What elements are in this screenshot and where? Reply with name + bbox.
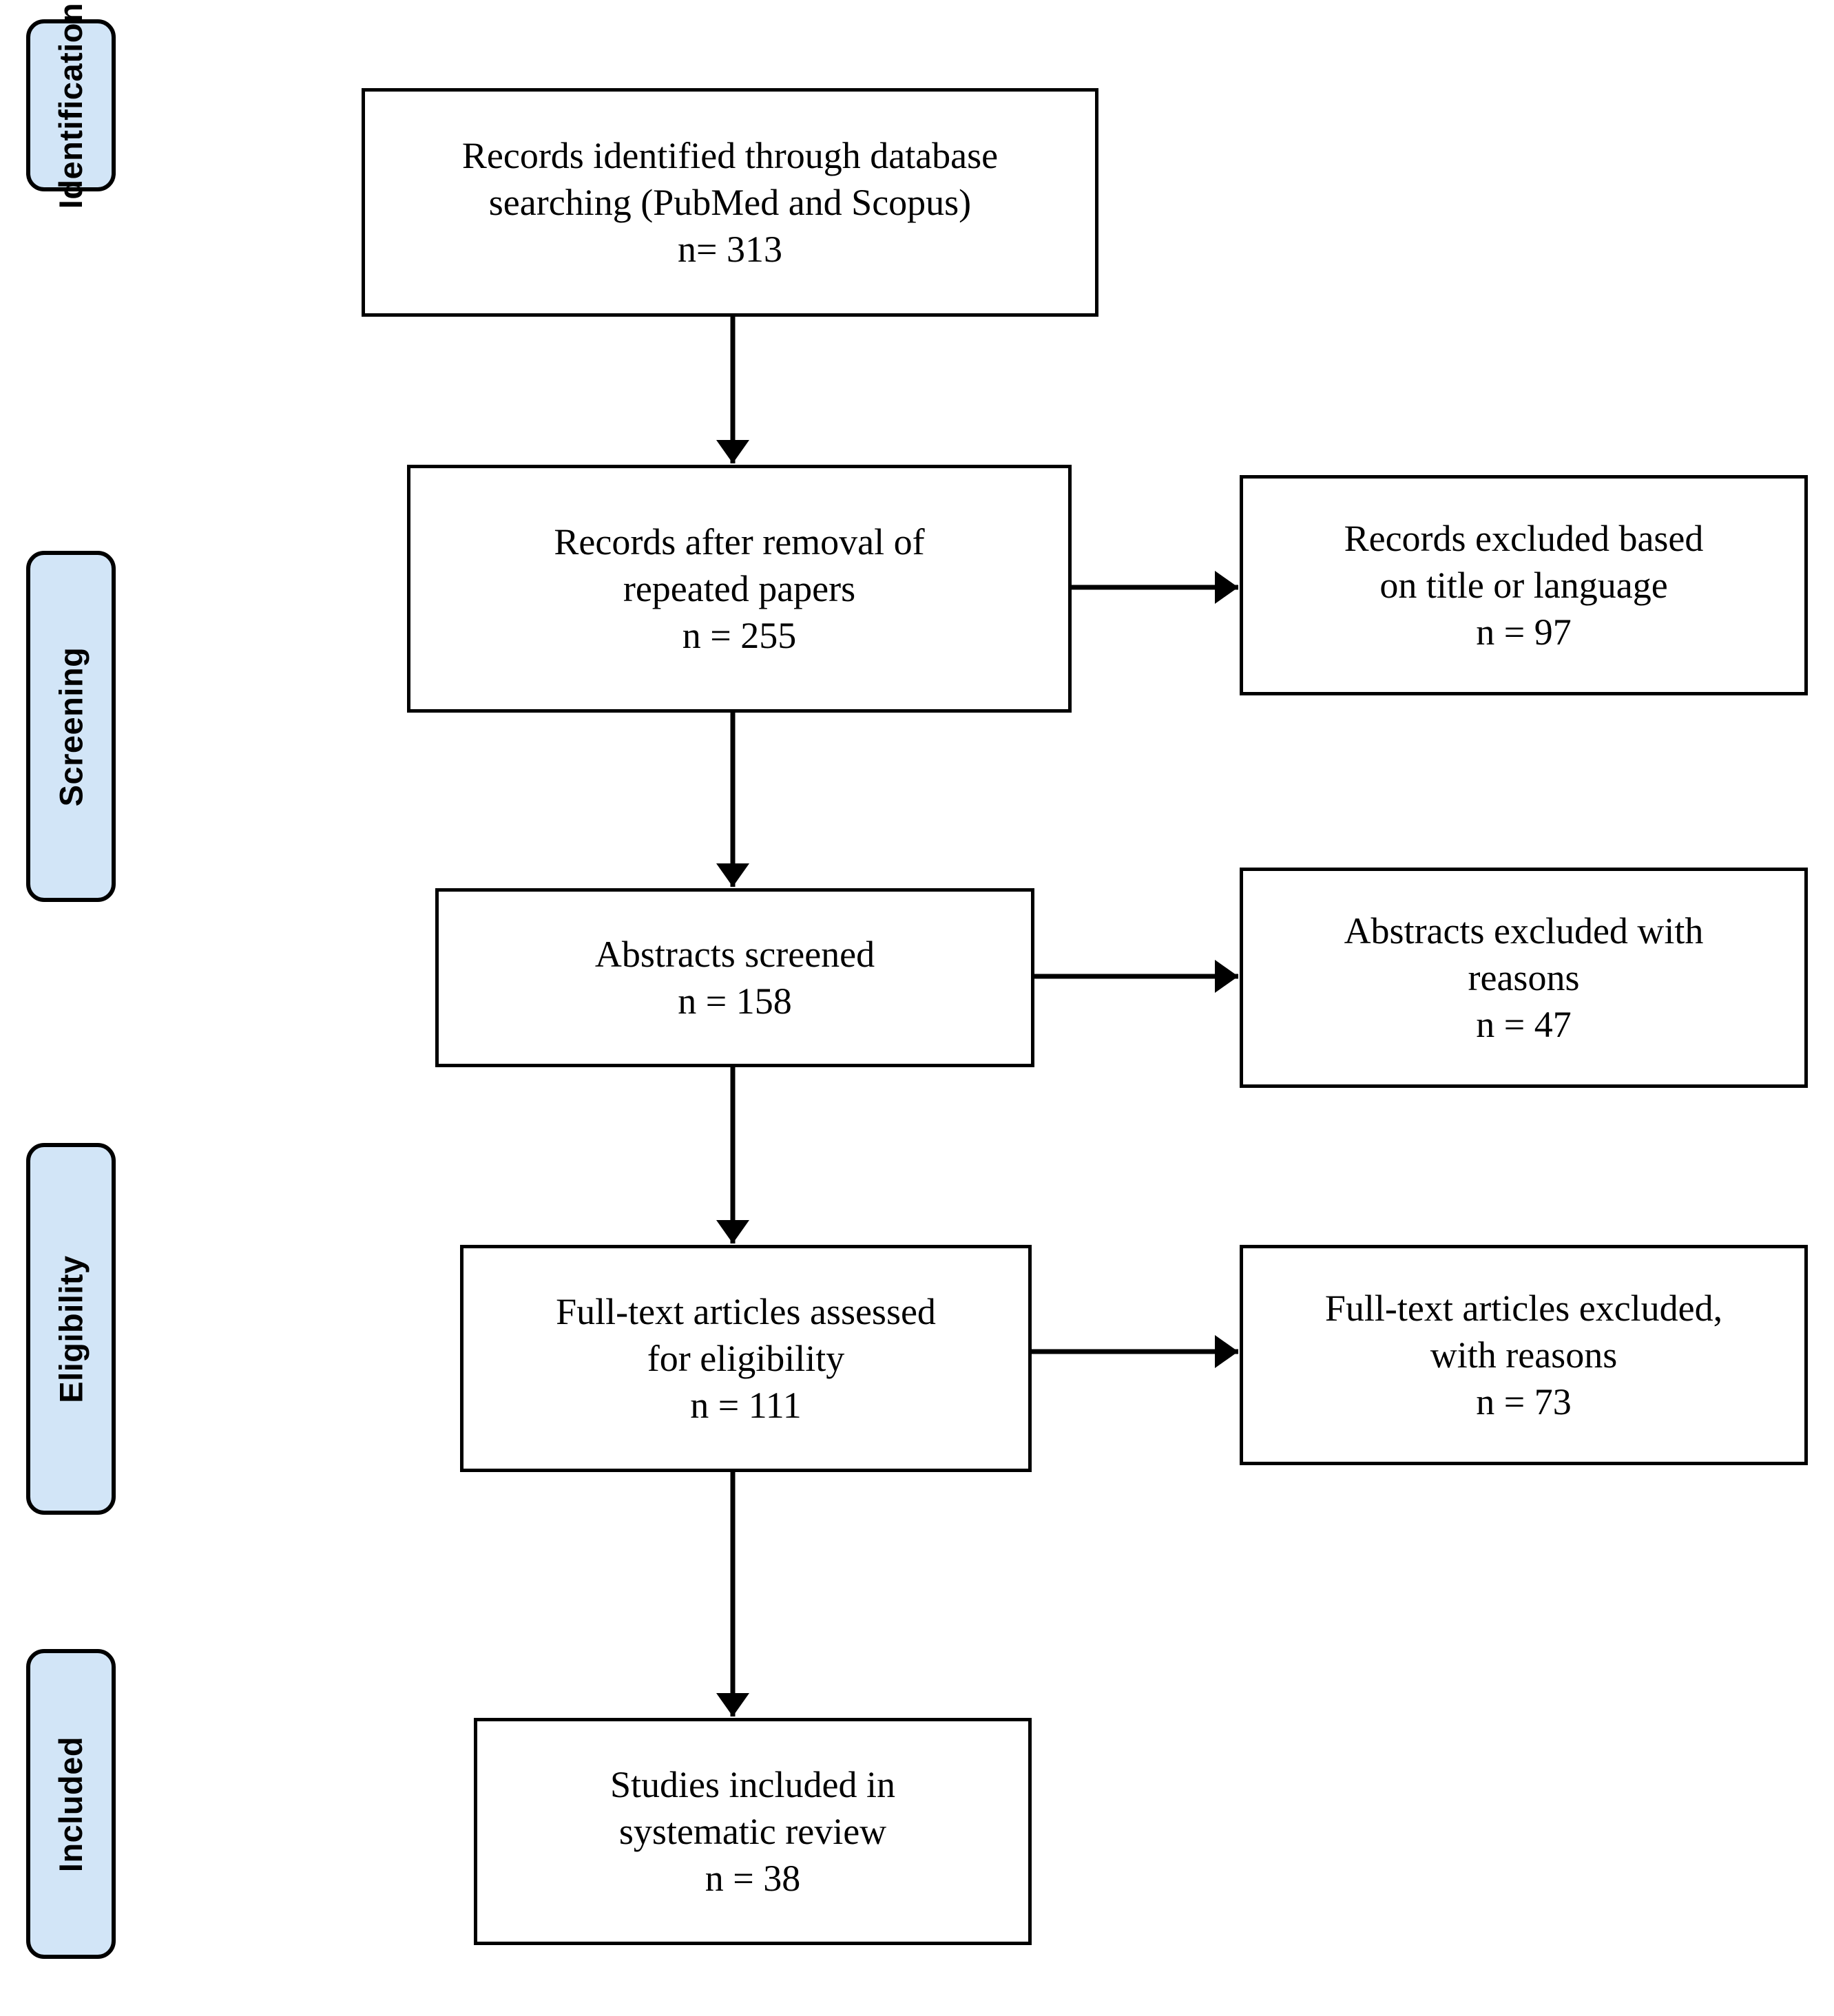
flow-box-full-text-excluded: Full-text articles excluded, with reason… bbox=[1240, 1245, 1808, 1465]
flow-box-records-after-removal-text: Records after removal of repeated papers… bbox=[554, 521, 925, 657]
stage-label-eligibility-text: Eligibility bbox=[52, 1254, 90, 1403]
flow-box-records-excluded-title-language: Records excluded based on title or langu… bbox=[1240, 475, 1808, 695]
stage-label-included-text: Included bbox=[52, 1736, 90, 1872]
flow-box-studies-included-text: Studies included in systematic review n … bbox=[610, 1763, 895, 1900]
connector-deduplicated-to-excluded bbox=[1072, 571, 1238, 604]
connector-abstracts-to-fulltext bbox=[716, 1067, 749, 1243]
connector-deduplicated-to-abstracts bbox=[716, 713, 749, 887]
flow-box-full-text-assessed: Full-text articles assessed for eligibil… bbox=[460, 1245, 1032, 1472]
stage-label-included: Included bbox=[26, 1649, 116, 1959]
flow-box-records-after-removal: Records after removal of repeated papers… bbox=[407, 465, 1072, 713]
stage-label-eligibility: Eligibility bbox=[26, 1143, 116, 1515]
flow-box-studies-included: Studies included in systematic review n … bbox=[474, 1718, 1032, 1945]
connector-fulltext-to-included bbox=[716, 1472, 749, 1716]
flow-box-full-text-assessed-text: Full-text articles assessed for eligibil… bbox=[556, 1290, 936, 1427]
flow-box-records-identified-text: Records identified through database sear… bbox=[461, 134, 999, 271]
flow-box-abstracts-screened: Abstracts screened n = 158 bbox=[435, 888, 1034, 1067]
stage-label-identification: Identification bbox=[26, 2, 116, 209]
flow-box-abstracts-excluded-reasons-text: Abstracts excluded with reasons n = 47 bbox=[1344, 910, 1704, 1046]
flow-box-abstracts-screened-text: Abstracts screened n = 158 bbox=[594, 933, 875, 1022]
stage-label-identification-text: Identification bbox=[52, 2, 90, 209]
flow-box-records-excluded-title-language-text: Records excluded based on title or langu… bbox=[1344, 517, 1704, 653]
flow-box-abstracts-excluded-reasons: Abstracts excluded with reasons n = 47 bbox=[1240, 868, 1808, 1088]
connector-fulltext-to-excluded bbox=[1032, 1335, 1238, 1368]
stage-label-screening-text: Screening bbox=[52, 647, 90, 806]
flow-box-records-identified: Records identified through database sear… bbox=[362, 88, 1098, 317]
connector-abstracts-to-excluded bbox=[1034, 960, 1238, 993]
stage-label-screening: Screening bbox=[26, 551, 116, 902]
connector-identified-to-deduplicated bbox=[716, 317, 749, 463]
flow-box-full-text-excluded-text: Full-text articles excluded, with reason… bbox=[1324, 1287, 1723, 1423]
